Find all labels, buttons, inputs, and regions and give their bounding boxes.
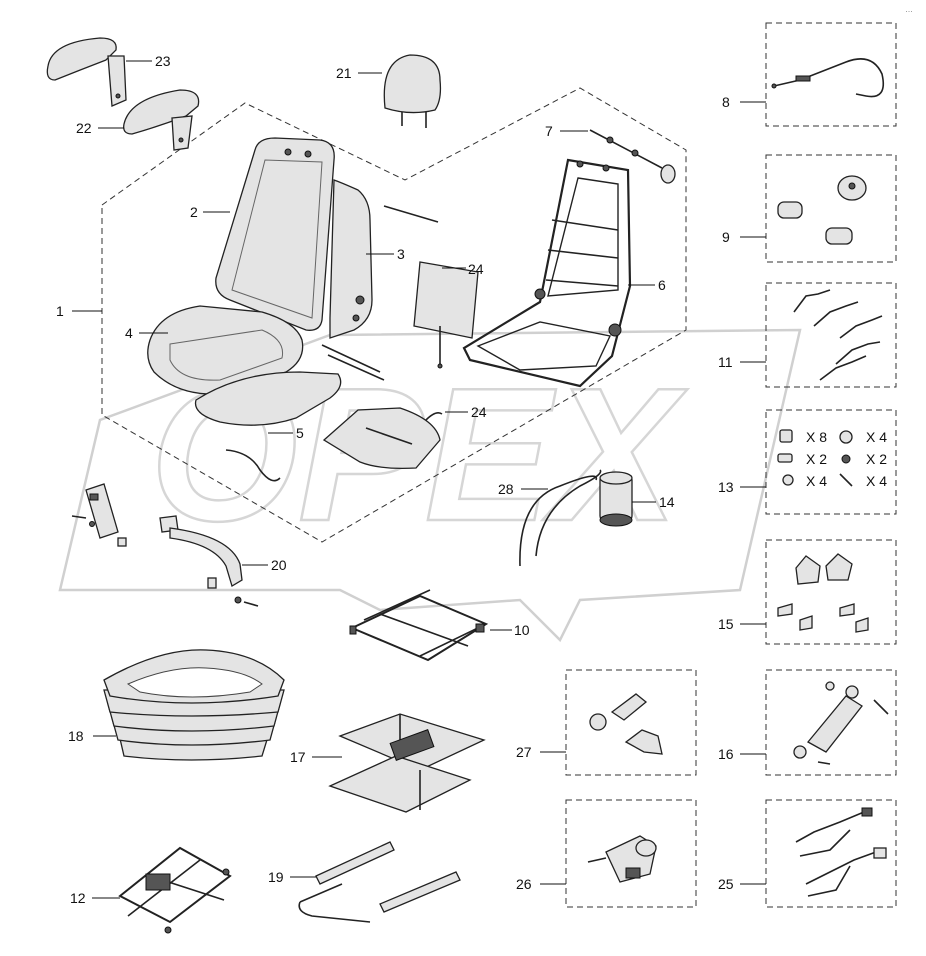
callout-11: 11 xyxy=(718,354,733,370)
callout-8: 8 xyxy=(722,94,730,110)
callout-14: 14 xyxy=(659,494,675,510)
headrest xyxy=(383,54,442,128)
adjustment-rod xyxy=(589,129,676,184)
kit-box-15 xyxy=(765,539,897,645)
kit-box-25 xyxy=(765,799,897,908)
backrest-cushion xyxy=(215,137,335,331)
callout-7: 7 xyxy=(545,123,553,139)
fastener-kit xyxy=(777,429,853,487)
seat-belt-buckle xyxy=(71,483,127,547)
kit-box-16 xyxy=(765,669,897,776)
shock-absorber xyxy=(793,681,889,765)
seat-cover xyxy=(194,371,342,482)
callout-1: 1 xyxy=(56,303,64,319)
callout-24-lower: 24 xyxy=(471,404,487,420)
motor xyxy=(587,835,657,883)
callout-6: 6 xyxy=(658,277,666,293)
qty-2: X 4 xyxy=(866,429,887,445)
release-cable xyxy=(771,58,885,98)
kit-outline-seat xyxy=(101,87,687,543)
callout-9: 9 xyxy=(722,229,730,245)
armrest-left xyxy=(123,89,200,151)
callout-10: 10 xyxy=(514,622,530,638)
callout-25: 25 xyxy=(718,876,734,892)
heater-mat xyxy=(322,407,443,470)
callout-26: 26 xyxy=(516,876,532,892)
callout-12: 12 xyxy=(70,890,86,906)
callout-23: 23 xyxy=(155,53,171,69)
kit-box-9 xyxy=(765,154,897,263)
rubber-bellows xyxy=(103,649,285,761)
callout-5: 5 xyxy=(296,425,304,441)
qty-6: X 4 xyxy=(866,473,887,489)
callout-16: 16 xyxy=(718,746,734,762)
kit-box-8 xyxy=(765,22,897,127)
kit-box-26 xyxy=(565,799,697,908)
seat-cushion xyxy=(147,305,304,395)
corner-mark: … xyxy=(905,5,913,14)
qty-5: X 4 xyxy=(806,473,827,489)
callout-4: 4 xyxy=(125,325,133,341)
seat-rails xyxy=(298,841,461,923)
adjustment-knobs xyxy=(777,175,867,245)
seat-frame xyxy=(462,158,632,388)
qty-3: X 2 xyxy=(806,451,827,467)
slide-rail-assembly xyxy=(349,589,489,662)
callout-19: 19 xyxy=(268,869,284,885)
callout-22: 22 xyxy=(76,120,92,136)
kit-box-13 xyxy=(765,409,897,515)
backrest-cover xyxy=(329,179,373,339)
backrest-board xyxy=(413,261,479,369)
callout-15: 15 xyxy=(718,616,734,632)
suspension-plate xyxy=(328,713,486,813)
brackets xyxy=(777,553,869,633)
callout-21: 21 xyxy=(336,65,352,81)
callout-17: 17 xyxy=(290,749,306,765)
scissor-mechanism xyxy=(118,846,232,934)
armrest-right xyxy=(46,37,127,107)
qty-1: X 8 xyxy=(806,429,827,445)
kit-box-27 xyxy=(565,669,697,776)
callout-20: 20 xyxy=(271,557,287,573)
lumbar-pump-cable xyxy=(519,469,602,567)
callout-24-upper: 24 xyxy=(468,261,484,277)
compressor xyxy=(599,471,633,527)
callout-13: 13 xyxy=(718,479,734,495)
callout-2: 2 xyxy=(190,204,198,220)
seat-belt-strap xyxy=(159,515,259,607)
springs xyxy=(793,289,883,381)
callout-18: 18 xyxy=(68,728,84,744)
qty-4: X 2 xyxy=(866,451,887,467)
callout-27: 27 xyxy=(516,744,532,760)
callout-28: 28 xyxy=(498,481,514,497)
connector-kit xyxy=(589,693,663,755)
callout-3: 3 xyxy=(397,246,405,262)
wiring-harness xyxy=(795,807,887,897)
kit-box-11 xyxy=(765,282,897,388)
